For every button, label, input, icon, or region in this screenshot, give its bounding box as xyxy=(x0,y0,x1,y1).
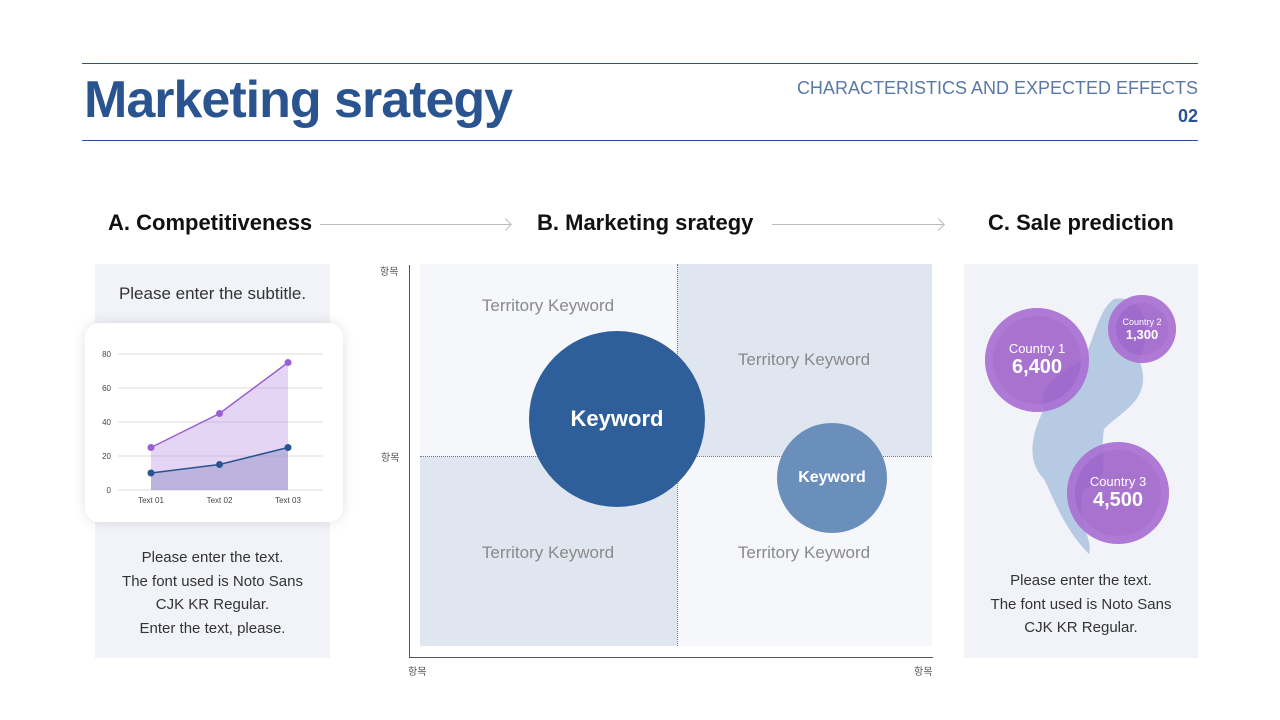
x-tick-label: Text 03 xyxy=(275,496,301,505)
y-tick-label: 80 xyxy=(102,350,111,359)
y-axis xyxy=(409,265,410,657)
x-axis-label-right: 항목 xyxy=(914,667,933,678)
country-name: Country 1 xyxy=(1008,341,1066,356)
data-point xyxy=(284,359,292,366)
territory-label: Territory Keyword xyxy=(481,296,615,315)
country-name: Country 2 xyxy=(1122,316,1162,327)
y-tick-label: 40 xyxy=(102,418,111,427)
country-value: 6,400 xyxy=(1011,356,1063,378)
panel-text: Please enter the text. The font used is … xyxy=(95,546,330,640)
keyword-bubble-small: Keyword xyxy=(777,423,887,533)
data-point xyxy=(147,469,155,477)
series-area xyxy=(151,362,288,490)
data-point xyxy=(284,444,292,451)
bubble-label: Keyword xyxy=(798,469,866,486)
text-line: The font used is Noto Sans xyxy=(990,595,1172,613)
x-axis xyxy=(409,657,933,658)
panel-subtitle: Please enter the subtitle. xyxy=(118,284,307,303)
country-value: 1,300 xyxy=(1125,326,1159,342)
bottom-rule xyxy=(82,140,1198,141)
y-axis-label-top: 항목 xyxy=(380,267,399,278)
heading-competitiveness: A. Competitiveness xyxy=(108,210,313,235)
text-line: CJK KR Regular. xyxy=(155,596,270,613)
header-subtitle: CHARACTERISTICS AND EXPECTED EFFECTS xyxy=(796,78,1198,98)
x-axis-label-left: 항목 xyxy=(408,667,427,678)
keyword-bubble-large: Keyword xyxy=(529,331,705,507)
text-line: Please enter the text. xyxy=(141,549,284,566)
arrow-right-icon xyxy=(772,224,943,225)
y-axis-label-mid: 항목 xyxy=(381,453,400,464)
top-rule xyxy=(82,63,1198,64)
y-tick-label: 20 xyxy=(102,452,111,461)
data-point xyxy=(147,444,155,451)
territory-label: Territory Keyword xyxy=(737,350,871,369)
quadrant-top-right xyxy=(677,264,932,456)
data-point xyxy=(216,410,223,417)
text-line: CJK KR Regular. xyxy=(1024,619,1138,636)
map-icon xyxy=(1032,298,1146,554)
country-bubble-2: Country 2 1,300 xyxy=(1108,295,1176,363)
text-line: Please enter the text. xyxy=(1010,572,1152,589)
page-title: Marketing srategy xyxy=(84,71,513,129)
y-tick-label: 60 xyxy=(102,384,111,393)
country-value: 4,500 xyxy=(1092,489,1144,511)
territory-label: Territory Keyword xyxy=(481,543,615,562)
x-tick-label: Text 01 xyxy=(138,496,164,505)
text-line: Enter the text, please. xyxy=(139,619,286,637)
heading-sale-prediction: C. Sale prediction xyxy=(988,210,1174,235)
x-tick-label: Text 02 xyxy=(207,496,233,505)
data-point xyxy=(216,461,223,468)
country-name: Country 3 xyxy=(1089,474,1147,489)
country-bubble-3: Country 3 4,500 xyxy=(1067,442,1169,544)
heading-marketing: B. Marketing srategy xyxy=(537,210,754,235)
bubble-label: Keyword xyxy=(570,406,664,431)
series-area xyxy=(151,447,288,490)
territory-label: Territory Keyword xyxy=(737,543,871,562)
panel-sale-prediction: Please enter the text. The font used is … xyxy=(964,264,1198,658)
page-number: 02 xyxy=(1177,106,1198,126)
arrow-right-icon xyxy=(320,224,510,225)
panel-text: Please enter the text. The font used is … xyxy=(964,569,1198,640)
y-tick-label: 0 xyxy=(107,486,112,495)
text-line: The font used is Noto Sans xyxy=(122,572,303,590)
country-bubble-1: Country 1 6,400 xyxy=(985,308,1089,412)
